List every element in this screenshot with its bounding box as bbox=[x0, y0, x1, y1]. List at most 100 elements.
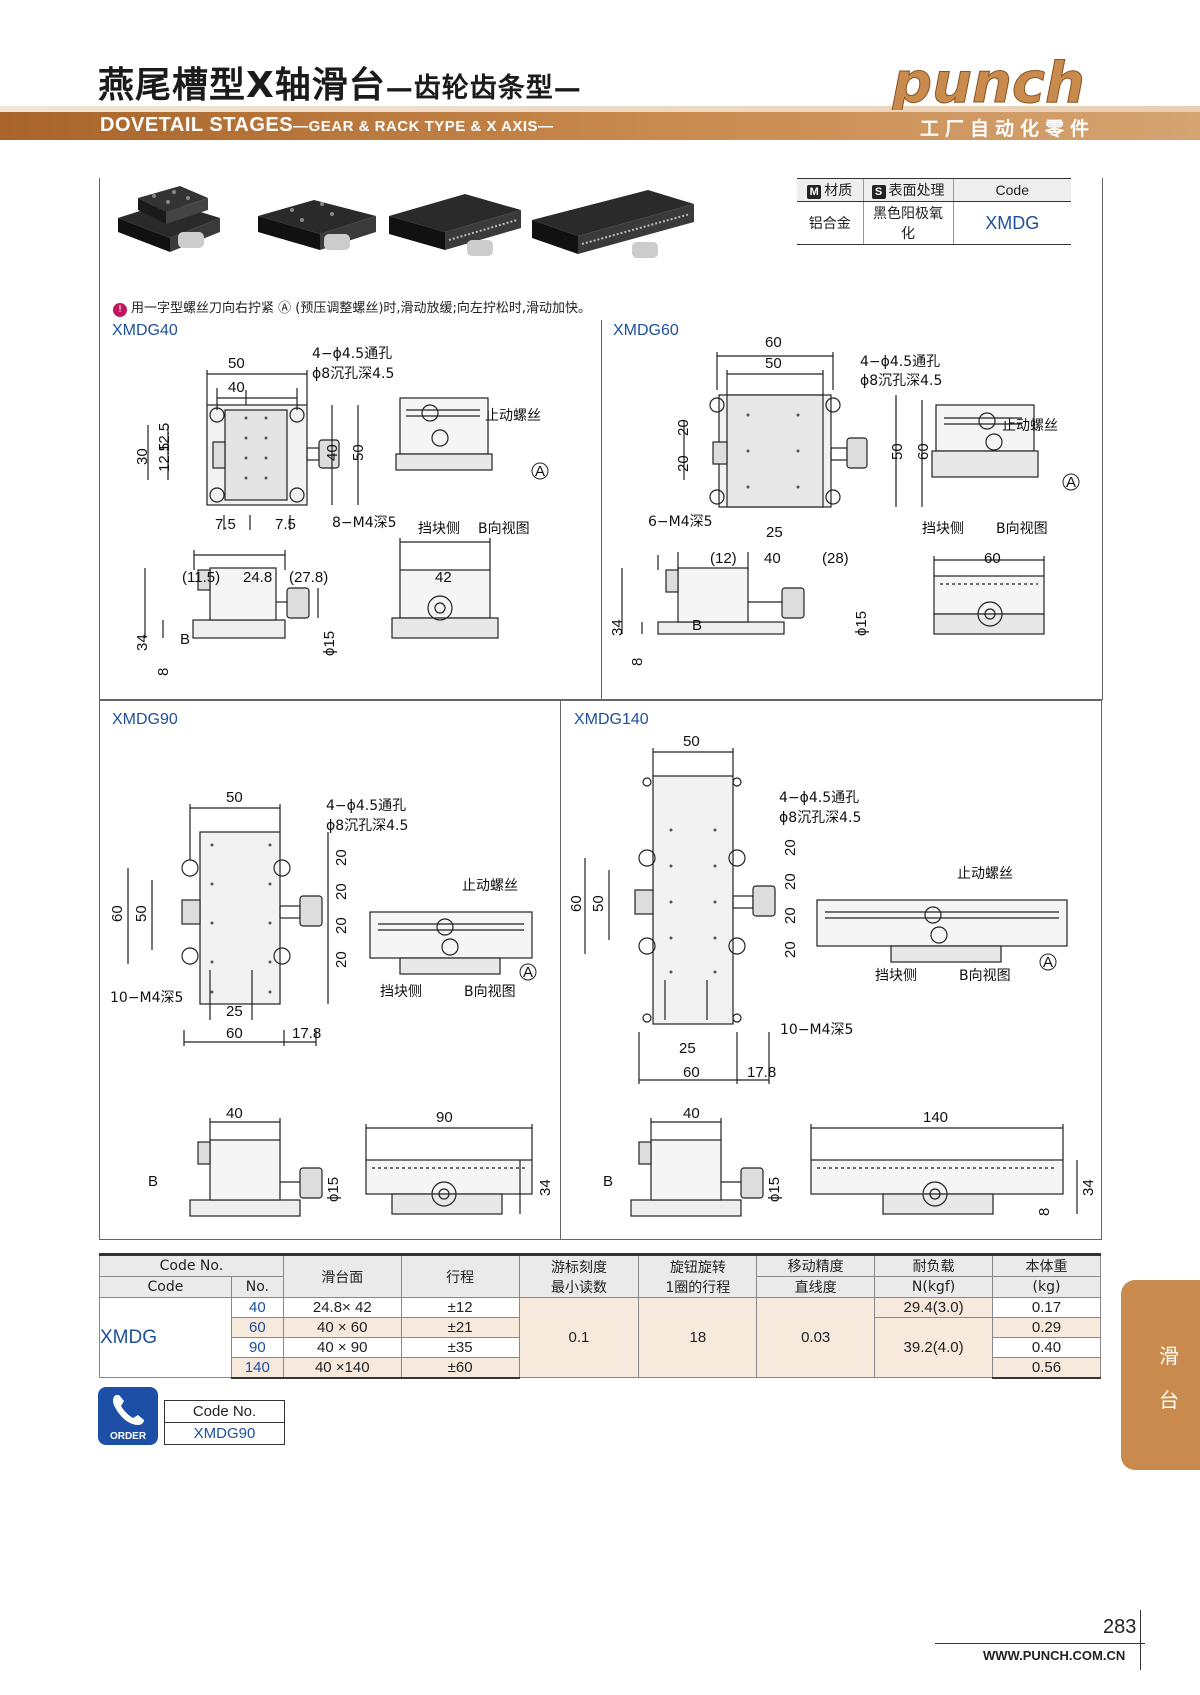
title-cn: 燕尾槽型X轴滑台 bbox=[98, 65, 386, 106]
footer-url[interactable]: WWW.PUNCH.COM.CN bbox=[983, 1648, 1126, 1663]
dim-20b: 20 bbox=[782, 873, 799, 890]
dim-phi15: ϕ15 bbox=[853, 611, 870, 636]
table-row: 60 40 × 60 ±21 39.2(4.0) 0.29 bbox=[100, 1317, 1101, 1378]
note-holes: 4−ϕ4.5通孔 bbox=[326, 798, 406, 814]
b-view: B向视图 bbox=[464, 984, 516, 1000]
side-tab-slide[interactable]: 滑 台 bbox=[1121, 1280, 1200, 1470]
note-tap: 10−M4深5 bbox=[110, 990, 183, 1006]
note-cbore: ϕ8沉孔深4.5 bbox=[779, 810, 861, 826]
logo-text: punch bbox=[891, 52, 1085, 110]
dim-12: (12) bbox=[710, 550, 737, 567]
footer-divider bbox=[935, 1643, 1145, 1644]
dim-25: 25 bbox=[679, 1040, 696, 1057]
surface-label: 表面处理 bbox=[888, 182, 945, 198]
b-view: B向视图 bbox=[996, 521, 1048, 537]
cell-vernier: 0.1 bbox=[518, 1297, 640, 1378]
dim-50v: 50 bbox=[133, 905, 150, 922]
cell-knob: 18 bbox=[638, 1297, 758, 1378]
order-code-label: Code No. bbox=[164, 1400, 285, 1423]
dim-20d: 20 bbox=[333, 951, 350, 968]
dim-20c: 20 bbox=[333, 917, 350, 934]
dim-17-8: 17.8 bbox=[292, 1025, 321, 1042]
page-number: 283 bbox=[1103, 1616, 1137, 1638]
drawing-frame-divider-v2 bbox=[560, 700, 561, 1240]
dim-42: 42 bbox=[435, 569, 452, 586]
cell-surface: 40 ×140 bbox=[282, 1357, 402, 1379]
stopper-side: 挡块侧 bbox=[380, 984, 422, 1000]
cell-surface: 24.8× 42 bbox=[282, 1297, 402, 1318]
dim-50: 50 bbox=[226, 789, 243, 806]
drawing-label-xmdg90: XMDG90 bbox=[112, 711, 178, 728]
cell-weight: 0.40 bbox=[992, 1337, 1101, 1358]
stop-screw: 止动螺丝 bbox=[957, 866, 1013, 882]
cell-accuracy: 0.03 bbox=[756, 1297, 876, 1378]
material-badge: M bbox=[807, 185, 822, 199]
cell-surface: 40 × 60 bbox=[282, 1317, 402, 1338]
b-view: B向视图 bbox=[478, 521, 530, 537]
dim-140: 140 bbox=[923, 1109, 948, 1126]
drawing-label-xmdg140: XMDG140 bbox=[574, 711, 649, 728]
dim-phi15: ϕ15 bbox=[766, 1177, 783, 1202]
note-holes: 4−ϕ4.5通孔 bbox=[779, 790, 859, 806]
header-band bbox=[0, 112, 1200, 140]
product-photo-140 bbox=[532, 190, 694, 258]
header-band-top bbox=[0, 106, 1200, 112]
drawing-xmdg90: 50 4−ϕ4.5通孔 ϕ8沉孔深4.5 60 50 20 20 20 20 1… bbox=[109, 789, 554, 1217]
title-cn-sub: —齿轮齿条型— bbox=[385, 73, 582, 104]
th-load-2: N(kgf) bbox=[874, 1276, 994, 1298]
dim-50v: 50 bbox=[889, 443, 906, 460]
th-weight-1: 本体重 bbox=[992, 1253, 1101, 1277]
dim-8: 8 bbox=[629, 658, 646, 666]
th-load-1: 耐负载 bbox=[874, 1253, 994, 1277]
surface-value: 黑色阳极氧化 bbox=[862, 201, 953, 245]
dim-40: 40 bbox=[764, 550, 781, 567]
cell-no: 90 bbox=[230, 1337, 284, 1358]
cell-load: 29.4(3.0) bbox=[874, 1297, 994, 1318]
cell-stroke: ±12 bbox=[400, 1297, 520, 1318]
th-no: No. bbox=[230, 1276, 284, 1298]
stopper-side: 挡块侧 bbox=[418, 521, 460, 537]
th-knob-2: 1圈的行程 bbox=[665, 1279, 731, 1296]
dim-60v: 60 bbox=[915, 443, 932, 460]
order-phone-icon: ORDER bbox=[98, 1387, 158, 1445]
dim-60v: 60 bbox=[109, 905, 126, 922]
product-photo-40 bbox=[118, 186, 220, 252]
note-holes: 4−ϕ4.5通孔 bbox=[860, 354, 940, 370]
drawing-frame-right bbox=[1102, 178, 1103, 700]
dim-7-5b: 7.5 bbox=[275, 516, 296, 533]
side-tab-char-1: 滑 bbox=[1159, 1344, 1179, 1368]
drawing-xmdg40: 50 40 4−ϕ4.5通孔 ϕ8沉孔深4.5 30 12.5 12.5 40 … bbox=[134, 346, 549, 676]
dim-11-5: (11.5) bbox=[182, 569, 220, 586]
mark-b: B bbox=[180, 631, 190, 648]
th-vernier: 游标刻度最小读数 bbox=[518, 1253, 640, 1298]
material-label: 材质 bbox=[824, 182, 853, 198]
th-vernier-2: 最小读数 bbox=[550, 1279, 607, 1296]
mark-a: A bbox=[523, 964, 533, 981]
drawing-label-xmdg40: XMDG40 bbox=[112, 322, 178, 339]
note-text: 用一字型螺丝刀向右拧紧 Ⓐ (预压调整螺丝)时,滑动放缓;向左拧松时,滑动加快。 bbox=[131, 301, 592, 316]
dim-12b: 12.5 bbox=[156, 443, 173, 472]
dim-50: 50 bbox=[683, 733, 700, 750]
mark-b: B bbox=[692, 617, 702, 634]
dim-20b: 20 bbox=[675, 455, 692, 472]
dim-20a: 20 bbox=[782, 839, 799, 856]
dim-20b: 20 bbox=[333, 883, 350, 900]
stop-screw: 止动螺丝 bbox=[485, 408, 541, 424]
drawing-xmdg60: 60 50 4−ϕ4.5通孔 ϕ8沉孔深4.5 20 20 50 60 6−M4… bbox=[609, 334, 1080, 666]
warning-icon: ! bbox=[113, 303, 127, 317]
note-tap: 10−M4深5 bbox=[780, 1022, 853, 1038]
product-photo-60 bbox=[258, 200, 376, 250]
code-value: XMDG bbox=[952, 201, 1071, 245]
page-title: 燕尾槽型X轴滑台—齿轮齿条型— bbox=[98, 56, 582, 108]
phone-icon bbox=[113, 1395, 144, 1425]
product-photo-90 bbox=[389, 194, 521, 256]
drawing-xmdg140: 50 4−ϕ4.5通孔 ϕ8沉孔深4.5 60 50 20 20 20 20 1… bbox=[568, 733, 1097, 1217]
mark-a: A bbox=[535, 463, 545, 480]
dim-34: 34 bbox=[537, 1179, 554, 1196]
dim-8: 8 bbox=[155, 668, 172, 676]
note-holes: 4−ϕ4.5通孔 bbox=[312, 346, 392, 362]
dim-24-8: 24.8 bbox=[243, 569, 272, 586]
